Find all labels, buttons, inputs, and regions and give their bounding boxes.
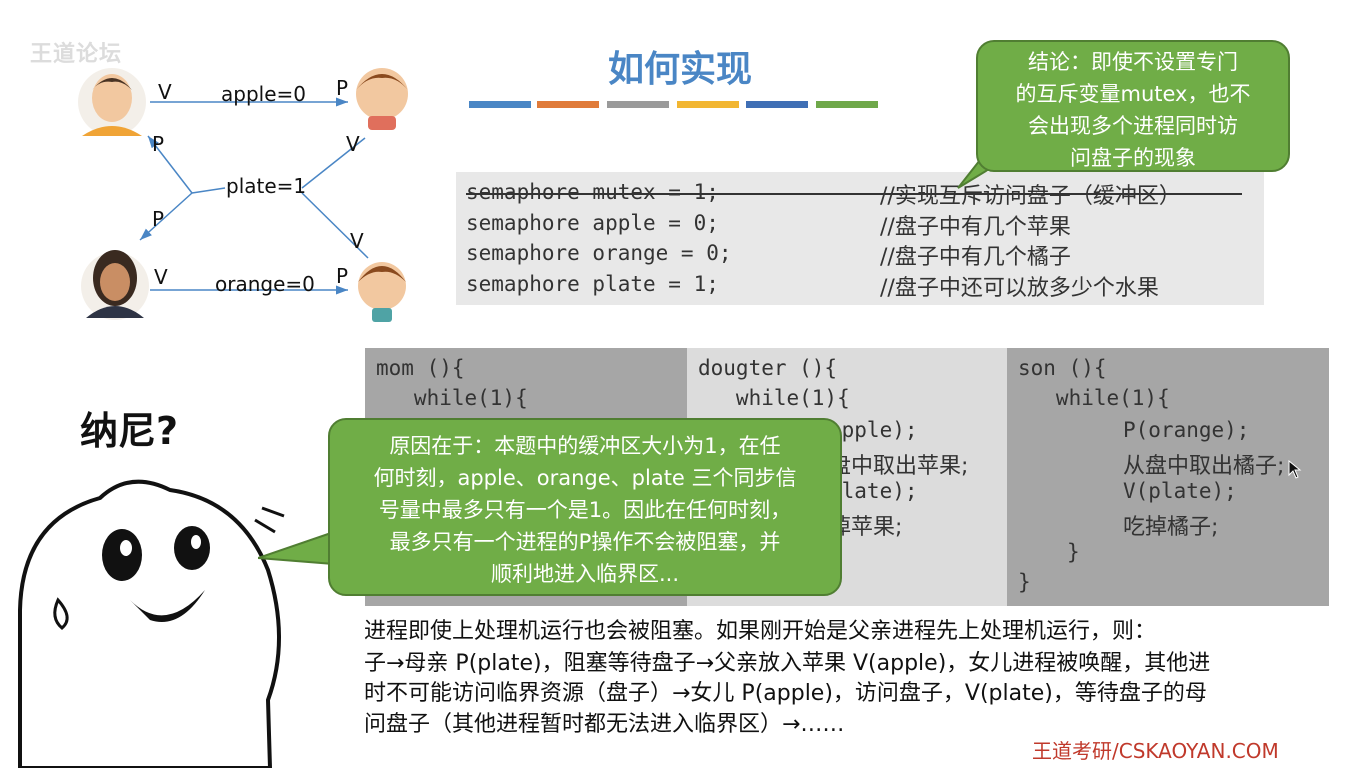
code-line: V(plate); (1123, 479, 1237, 503)
nani-label: 纳尼? (80, 409, 179, 453)
label-p-daughter: P (336, 76, 349, 100)
label-v-father: V (158, 80, 172, 104)
watermark-text: 王道论坛 (30, 42, 123, 67)
bubble-line: 号量中最多只有一个是1。因此在任何时刻， (378, 498, 792, 522)
brand-footer: 王道考研/CSKAOYAN.COM (1032, 739, 1279, 763)
semaphore-code: semaphore apple = 0; (466, 211, 719, 235)
bubble-line: 问盘子的现象 (1070, 146, 1196, 170)
code-line: apple); (829, 418, 918, 442)
code-line: } (1018, 570, 1031, 594)
daughter-avatar (356, 68, 408, 130)
code-line: 从盘中取出橘子; (1123, 454, 1285, 479)
label-v-son: V (350, 229, 364, 253)
label-p-son: P (336, 264, 349, 288)
label-apple: apple=0 (221, 82, 306, 106)
semaphore-code: semaphore orange = 0; (466, 241, 732, 265)
label-p-mother: P (152, 207, 165, 231)
reason-bubble-tail (258, 530, 335, 566)
strikethrough-line (466, 193, 1242, 195)
color-bar (537, 101, 599, 108)
color-bar (677, 101, 739, 108)
semaphore-code: semaphore mutex = 1; (466, 180, 719, 204)
code-line: } (1067, 540, 1080, 564)
paragraph-line: 时不可能访问临界资源（盘子）→女儿 P(apple)，访问盘子，V(plate)… (364, 681, 1207, 706)
color-bar (816, 101, 878, 108)
semaphore-comment: //盘子中还可以放多少个水果 (880, 276, 1159, 301)
conclusion-bubble: 结论：即使不设置专门 的互斥变量mutex，也不 会出现多个进程同时访 问盘子的… (976, 40, 1290, 172)
son-code-column: son (){ while(1){ P(orange); 从盘中取出橘子; V(… (1007, 348, 1329, 606)
bubble-line: 最多只有一个进程的P操作不会被阻塞，并 (389, 530, 781, 554)
paragraph-line: 进程即使上处理机运行也会被阻塞。如果刚开始是父亲进程先上处理机运行，则： (364, 619, 1157, 644)
code-line: plate); (829, 479, 918, 503)
color-bar (746, 101, 808, 108)
father-avatar (78, 68, 146, 136)
code-line: while(1){ (698, 386, 850, 410)
bubble-line: 会出现多个进程同时访 (1028, 114, 1238, 138)
label-v-daughter: V (346, 132, 360, 156)
code-line: mom (){ (376, 356, 465, 380)
code-line: P(orange); (1123, 418, 1250, 442)
color-bar (607, 101, 669, 108)
paragraph-line: 子→母亲 P(plate)，阻塞等待盘子→父亲放入苹果 V(apple)，女儿进… (364, 651, 1211, 676)
bubble-line: 何时刻，apple、orange、plate 三个同步信 (373, 466, 797, 490)
bubble-line: 的互斥变量mutex，也不 (1015, 82, 1251, 106)
code-line: 盘中取出苹果; (829, 454, 969, 479)
slide-title: 如何实现 (607, 49, 752, 90)
label-v-mother: V (154, 265, 168, 289)
bubble-line: 顺利地进入临界区... (490, 562, 680, 586)
mother-avatar (81, 250, 149, 320)
semaphore-comment: //盘子中有几个橘子 (880, 245, 1071, 270)
bubble-line: 原因在于：本题中的缓冲区大小为1，在任 (389, 434, 781, 458)
semaphore-code: semaphore plate = 1; (466, 272, 719, 296)
label-p-father: P (152, 132, 165, 156)
mouse-cursor-icon (1288, 460, 1302, 479)
code-line: dougter (){ (698, 356, 838, 380)
semaphore-declarations: semaphore mutex = 1; //实现互斥访问盘子（缓冲区） sem… (456, 172, 1264, 305)
process-diagram (78, 68, 408, 322)
reason-bubble: 原因在于：本题中的缓冲区大小为1，在任 何时刻，apple、orange、pla… (328, 418, 842, 596)
semaphore-comment: //实现互斥访问盘子（缓冲区） (880, 184, 1181, 209)
code-line: son (){ (1018, 356, 1107, 380)
bubble-line: 结论：即使不设置专门 (1028, 50, 1238, 74)
son-avatar (358, 262, 406, 322)
code-line: while(1){ (376, 386, 528, 410)
label-plate: plate=1 (226, 174, 307, 198)
color-bar (469, 101, 531, 108)
code-line: while(1){ (1018, 386, 1170, 410)
bear-meme-illustration (18, 479, 285, 768)
code-line: 吃掉橘子; (1123, 515, 1219, 540)
semaphore-comment: //盘子中有几个苹果 (880, 215, 1071, 240)
paragraph-line: 问盘子（其他进程暂时都无法进入临界区）→…… (364, 712, 845, 737)
label-orange: orange=0 (215, 272, 315, 296)
